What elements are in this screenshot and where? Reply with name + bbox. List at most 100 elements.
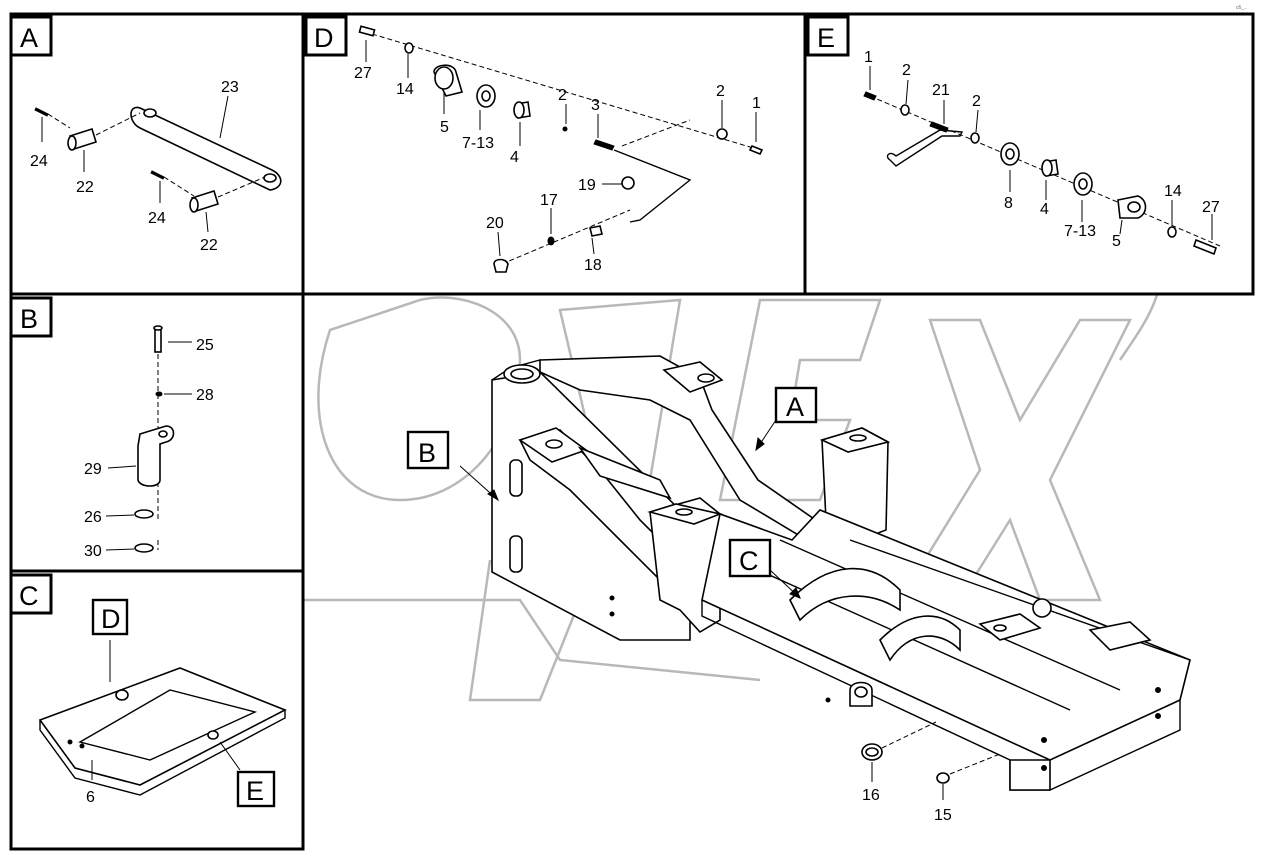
panel-b-parts (105, 325, 192, 553)
washer-26 (134, 509, 154, 519)
callout-e-4: 4 (1040, 201, 1049, 218)
bushing-29 (137, 425, 175, 487)
callout-25: 25 (196, 337, 214, 354)
washer-14 (404, 42, 414, 54)
washer-2-right (970, 132, 980, 144)
spring-3 (593, 139, 615, 151)
callout-d-18: 18 (584, 257, 602, 274)
callout-d-7-13: 7-13 (462, 135, 494, 152)
panel-c-letter: C (19, 581, 39, 611)
tag-a-label: A (786, 392, 804, 422)
washer-30 (134, 543, 154, 553)
panel-e-frame (803, 12, 1255, 296)
bolt-27 (1193, 238, 1217, 256)
split-pin-24-upper (34, 107, 49, 117)
callout-e-7-13: 7-13 (1064, 223, 1096, 240)
panel-d-letter: D (314, 23, 334, 53)
tag-d-label: D (101, 604, 121, 634)
tag-a-box (774, 386, 818, 424)
rod-21 (886, 129, 964, 167)
callout-e-14: 14 (1164, 183, 1182, 200)
panel-c-letter-box (9, 573, 53, 615)
pin-22-upper-end (67, 135, 77, 151)
callout-24-lower: 24 (148, 210, 166, 227)
callout-16: 16 (862, 787, 880, 804)
callout-15: 15 (934, 807, 952, 824)
callout-28: 28 (196, 387, 214, 404)
callout-d-5: 5 (440, 119, 449, 136)
washer-28 (155, 391, 163, 397)
panel-e-letter: E (817, 23, 835, 53)
panel-e-parts (863, 66, 1221, 256)
washer-15 (936, 772, 950, 784)
corner-mark: c6_.. (1236, 5, 1247, 11)
washer-2-left (900, 104, 910, 116)
callout-22-upper: 22 (76, 179, 94, 196)
callout-e-2-left: 2 (902, 62, 911, 79)
panel-a-frame (9, 12, 305, 296)
callout-6: 6 (86, 789, 95, 806)
callout-23: 23 (221, 79, 239, 96)
tag-c-box (728, 538, 772, 578)
callout-e-21: 21 (932, 82, 950, 99)
cross-member-2 (879, 615, 961, 662)
mounting-frame-6 (38, 667, 287, 786)
callout-d-17: 17 (540, 192, 558, 209)
panel-b-letter: B (20, 304, 38, 334)
callout-29: 29 (84, 461, 102, 478)
callout-d-2-left: 2 (558, 87, 567, 104)
panel-d-frame (301, 12, 807, 296)
bolt-1 (748, 144, 764, 156)
panel-a-letter-box (9, 15, 53, 57)
nut-18 (589, 225, 603, 237)
washer-2-right (716, 128, 728, 140)
callout-26: 26 (84, 509, 102, 526)
tag-e-label: E (246, 776, 264, 806)
callout-d-3: 3 (591, 97, 600, 114)
rod-3-bent (613, 149, 692, 223)
callout-e-5: 5 (1112, 233, 1121, 250)
callout-e-27: 27 (1202, 199, 1220, 216)
panel-a-parts (34, 95, 282, 233)
tag-b-box (406, 430, 450, 470)
washer-2-left (562, 126, 568, 132)
split-pin-24-lower (150, 170, 165, 180)
bolt-27 (358, 25, 376, 37)
main-frame-assembly (406, 355, 1191, 800)
bolt-20 (493, 258, 509, 273)
tag-c-label: C (739, 546, 759, 576)
callout-e-2-right: 2 (972, 93, 981, 110)
callout-d-4: 4 (510, 149, 519, 166)
callout-d-20: 20 (486, 215, 504, 232)
callout-d-19: 19 (578, 177, 596, 194)
panel-d-letter-box (304, 15, 348, 57)
panel-c-parts (38, 598, 287, 808)
tag-b-label: B (418, 438, 436, 468)
callout-d-27: 27 (354, 65, 372, 82)
callout-d-1: 1 (752, 95, 761, 112)
panel-e-letter-box (806, 15, 850, 57)
callout-d-14: 14 (396, 81, 414, 98)
link-rod-23 (130, 106, 282, 191)
callout-d-2-right: 2 (716, 83, 725, 100)
callout-e-8: 8 (1004, 195, 1013, 212)
callout-24-upper: 24 (30, 153, 48, 170)
washer-14 (1167, 226, 1177, 238)
washer-17 (547, 236, 555, 246)
nut-19 (621, 176, 635, 190)
panel-d-parts (358, 25, 764, 273)
callout-e-1: 1 (864, 49, 873, 66)
tag-d-box (91, 598, 129, 636)
link-rod-hole-left (143, 108, 157, 118)
pin-22-lower-end (189, 197, 199, 213)
bolt-1 (863, 91, 877, 101)
callout-30: 30 (84, 543, 102, 560)
panel-a-letter: A (20, 23, 38, 53)
bolt-25 (154, 327, 162, 353)
tag-e-box (236, 770, 276, 808)
upper-plate (662, 361, 724, 393)
cross-member-1 (789, 567, 901, 622)
callout-22-lower: 22 (200, 237, 218, 254)
